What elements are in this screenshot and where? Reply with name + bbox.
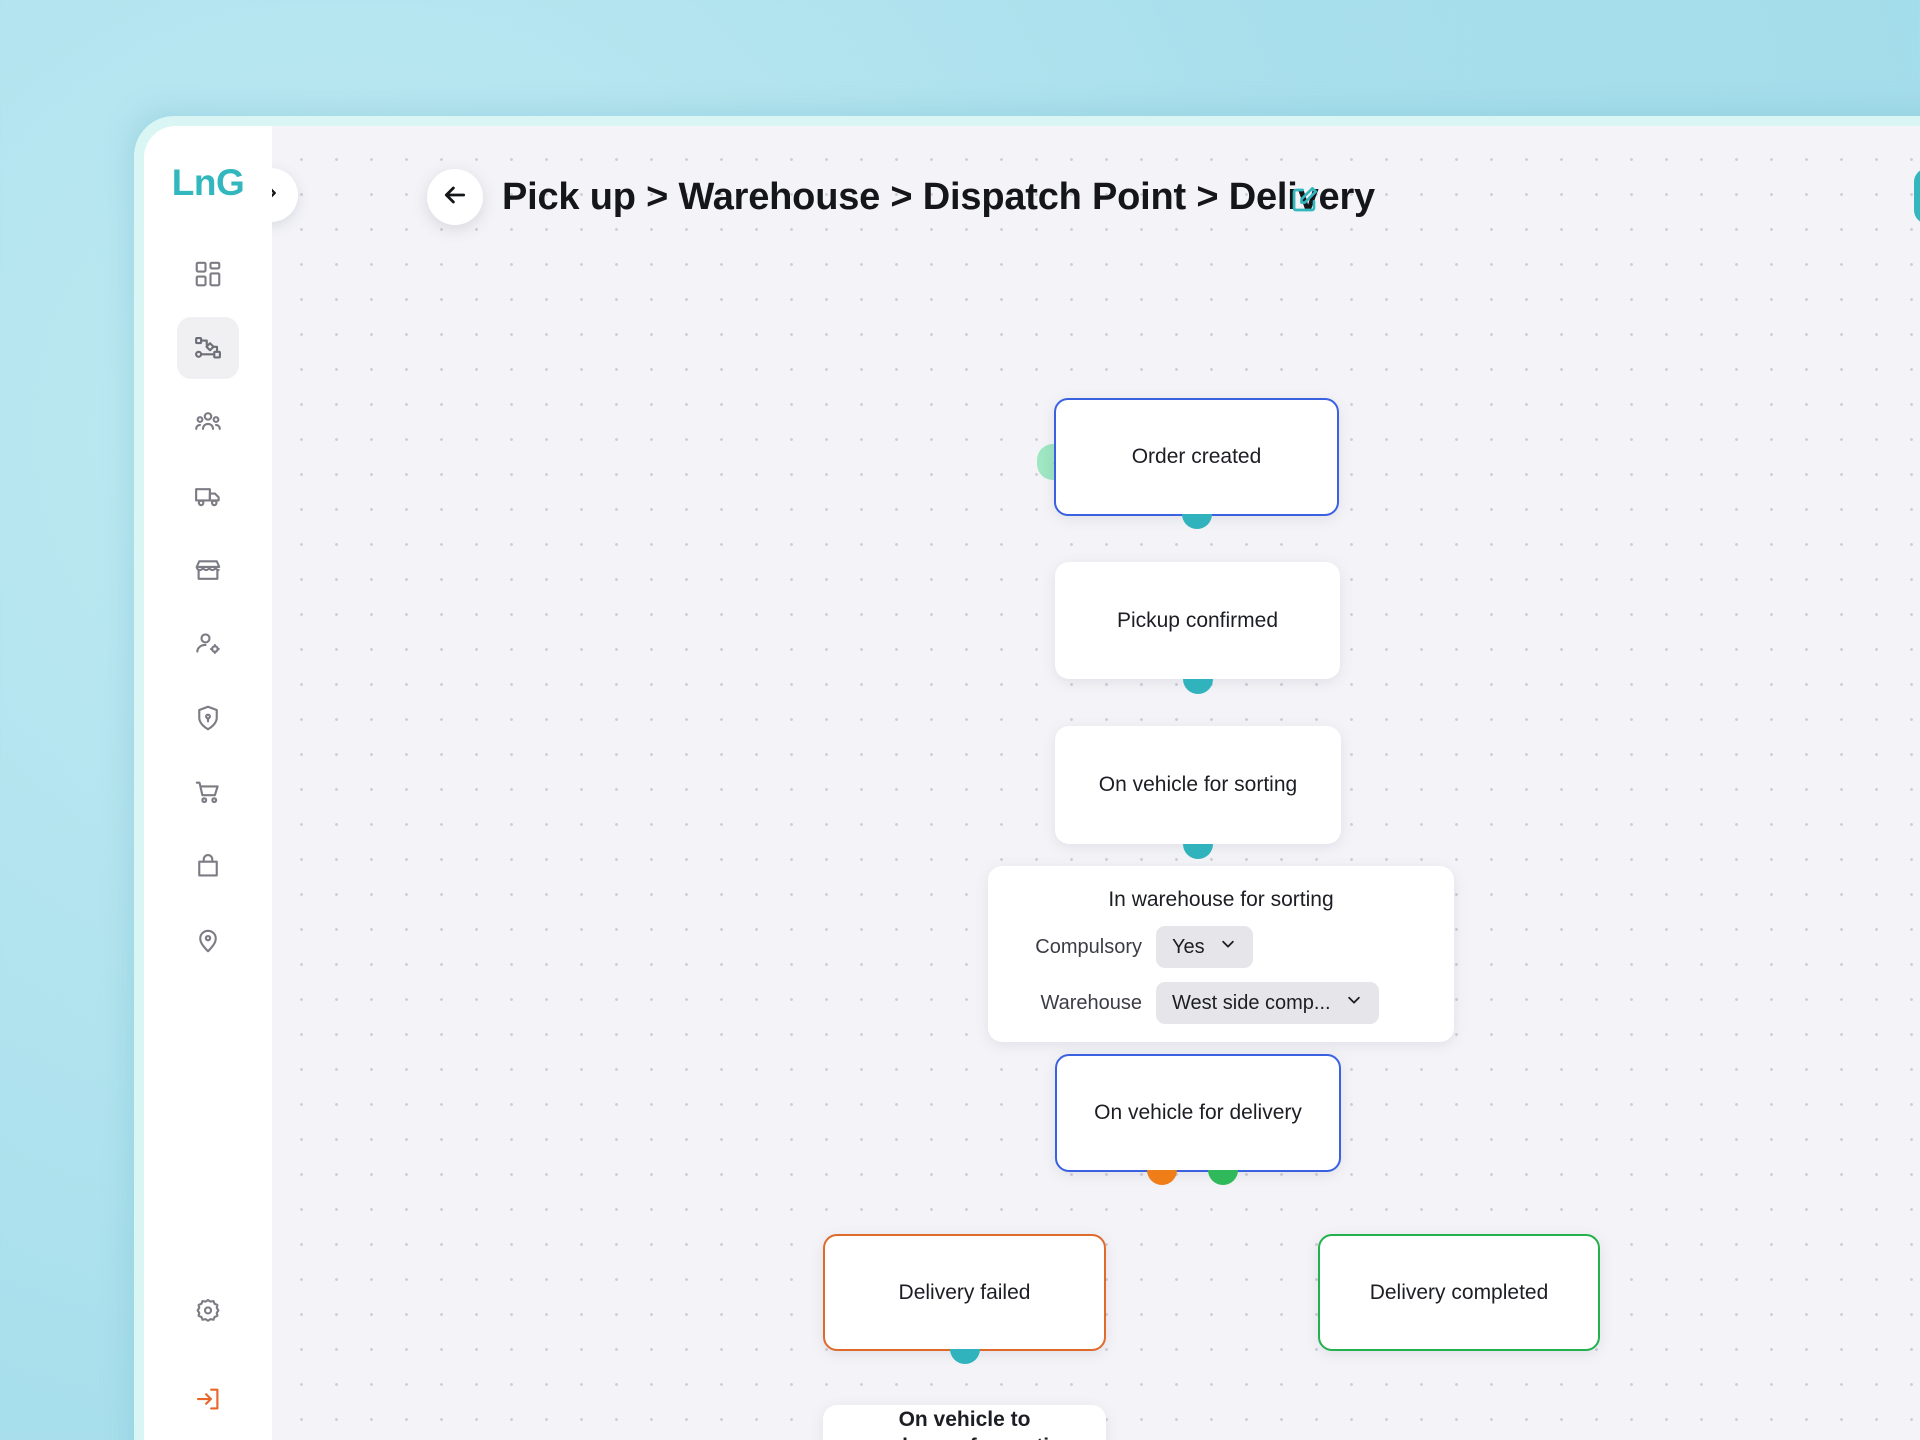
warehouse-select[interactable]: West side comp... xyxy=(1156,982,1379,1024)
shopping-cart-icon xyxy=(193,777,223,807)
flow-node-on-vehicle-delivery[interactable]: On vehicle for delivery xyxy=(1055,1054,1341,1185)
quick-action-button[interactable] xyxy=(1914,168,1920,224)
flow-node-on-vehicle-sorting[interactable]: On vehicle for sorting xyxy=(1055,726,1341,859)
users-team-icon xyxy=(193,407,223,437)
edit-pencil-icon xyxy=(1288,184,1320,221)
sidebar-item-orders[interactable] xyxy=(177,761,239,823)
location-pin-icon xyxy=(193,925,223,955)
node-handle-failure[interactable] xyxy=(1147,1170,1177,1185)
store-icon xyxy=(193,555,223,585)
compulsory-select[interactable]: Yes xyxy=(1156,926,1253,968)
workflow-nodes-icon xyxy=(193,333,223,363)
flow-canvas[interactable]: Pick up > Warehouse > Dispatch Point > D… xyxy=(272,126,1920,1440)
user-settings-icon xyxy=(193,629,223,659)
flow-node-pickup-confirmed[interactable]: Pickup confirmed xyxy=(1055,562,1340,694)
bag-icon xyxy=(193,851,223,881)
app-window-frame: LnG xyxy=(134,116,1920,1440)
flow-node-return-to-sender[interactable]: On vehicle to warehouse for sorting befo… xyxy=(823,1405,1106,1440)
dashboard-grid-icon xyxy=(193,259,223,289)
sidebar-item-user-settings[interactable] xyxy=(177,613,239,675)
flow-node-label: Delivery completed xyxy=(1369,1280,1549,1304)
flow-node-label: Delivery failed xyxy=(898,1280,1031,1304)
logout-icon xyxy=(193,1384,223,1414)
warehouse-field-row: Warehouse West side comp... xyxy=(988,982,1454,1024)
shield-lock-icon xyxy=(193,703,223,733)
app-logo: LnG xyxy=(171,162,245,203)
page-title: Pick up > Warehouse > Dispatch Point > D… xyxy=(502,176,1375,218)
sidebar-item-products[interactable] xyxy=(177,835,239,897)
gear-settings-icon xyxy=(193,1296,223,1326)
sidebar-item-logout[interactable] xyxy=(177,1368,239,1430)
sidebar-item-store[interactable] xyxy=(177,539,239,601)
chevron-down-icon xyxy=(1345,991,1363,1015)
compulsory-field-row: Compulsory Yes xyxy=(988,926,1454,968)
warehouse-value: West side comp... xyxy=(1172,991,1331,1014)
sidebar: LnG xyxy=(144,126,272,1440)
chevron-down-icon xyxy=(1219,935,1237,959)
app-window: LnG xyxy=(144,126,1920,1440)
node-handle-success[interactable] xyxy=(1208,1170,1238,1185)
flow-node-label: Pickup confirmed xyxy=(1116,608,1279,632)
sidebar-item-workflow[interactable] xyxy=(177,317,239,379)
flow-node-in-warehouse[interactable]: In warehouse for sorting Compulsory Yes … xyxy=(988,866,1454,1042)
sidebar-item-fleet[interactable] xyxy=(177,465,239,527)
sidebar-nav-list xyxy=(177,243,239,971)
flow-node-order-created[interactable]: Order created xyxy=(1054,398,1339,529)
back-button[interactable] xyxy=(427,169,483,225)
node-handle-bottom[interactable] xyxy=(1182,679,1213,694)
flow-node-label: Order created xyxy=(1131,445,1262,468)
sidebar-item-locations[interactable] xyxy=(177,909,239,971)
sidebar-item-dashboard[interactable] xyxy=(177,243,239,305)
flow-node-label: On vehicle to warehouse for sorting befo… xyxy=(854,1408,1075,1440)
flow-node-delivery-failed[interactable]: Delivery failed xyxy=(823,1234,1106,1364)
node-handle-bottom[interactable] xyxy=(949,1349,980,1364)
sidebar-item-security[interactable] xyxy=(177,687,239,749)
flow-nodes: Start Order created Pickup confirmed On … xyxy=(272,126,1920,1440)
compulsory-value: Yes xyxy=(1172,935,1205,958)
edit-title-button[interactable] xyxy=(1282,180,1326,224)
warehouse-label: Warehouse xyxy=(1040,991,1142,1014)
sidebar-bottom-actions xyxy=(144,1280,272,1430)
sidebar-item-settings[interactable] xyxy=(177,1280,239,1342)
chevron-right-icon xyxy=(272,182,282,209)
flow-node-label: In warehouse for sorting xyxy=(1108,888,1334,911)
arrow-left-icon xyxy=(442,182,468,213)
sidebar-item-team[interactable] xyxy=(177,391,239,453)
node-handle-bottom[interactable] xyxy=(1183,844,1213,859)
truck-icon xyxy=(193,481,223,511)
node-handle-bottom[interactable] xyxy=(1181,514,1212,529)
flow-node-delivery-completed[interactable]: Delivery completed xyxy=(1318,1234,1600,1351)
compulsory-label: Compulsory xyxy=(1035,935,1142,958)
flow-node-label: On vehicle for delivery xyxy=(1094,1101,1302,1124)
flow-node-label: On vehicle for sorting xyxy=(1098,773,1298,796)
